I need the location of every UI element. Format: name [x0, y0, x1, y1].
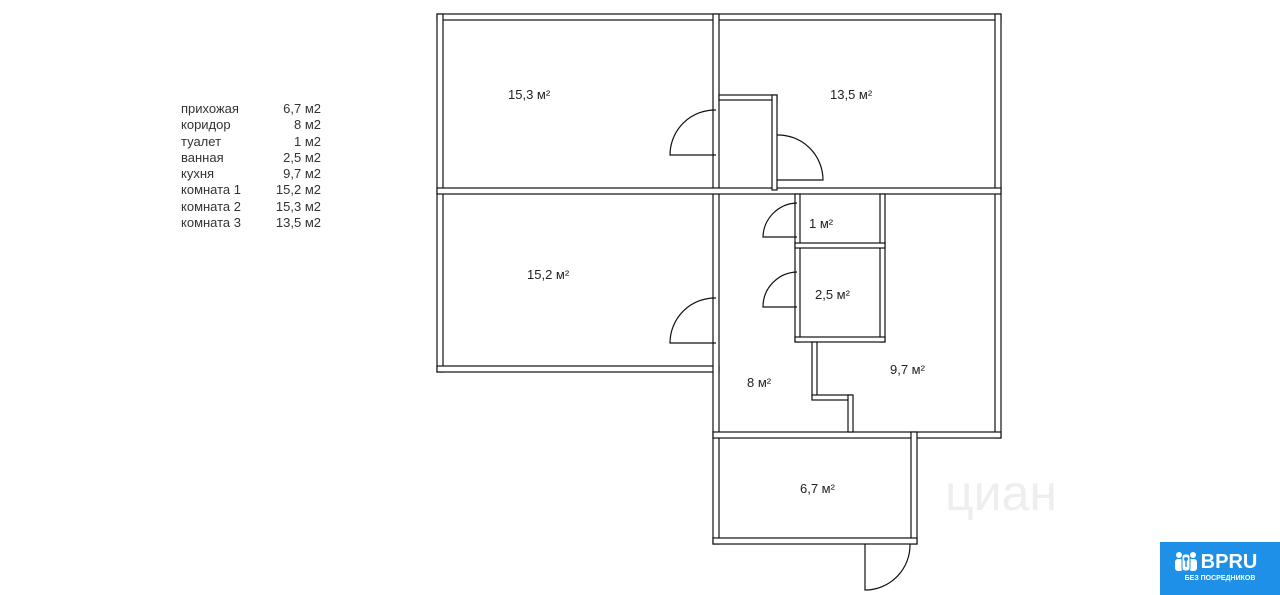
- entry-door: [864, 543, 911, 591]
- legend-area: 9,7 м2: [283, 166, 321, 182]
- room-label: 8 м²: [747, 375, 772, 390]
- door-arc: [762, 271, 798, 308]
- legend-name: кухня: [181, 166, 215, 182]
- legend-area: 8 м2: [293, 117, 321, 133]
- room-label: 1 м²: [809, 216, 834, 231]
- legend-row: комната 2 15,3 м2: [181, 199, 321, 215]
- door-arc: [776, 134, 824, 181]
- room-label: 13,5 м²: [830, 87, 873, 102]
- room-label: 9,7 м²: [890, 362, 926, 377]
- legend-name: комната 3: [181, 215, 242, 231]
- legend-name: комната 2: [181, 198, 242, 214]
- people-key-icon: [1175, 552, 1197, 572]
- legend-row: кухня 9,7 м2: [181, 166, 321, 182]
- door-arc: [762, 202, 798, 238]
- area-legend: прихожая 6,7 м2 коридор 8 м2 туалет 1 м2 ва…: [181, 101, 321, 231]
- legend-area: 2,5 м2: [283, 149, 321, 165]
- legend-area: 1 м2: [293, 133, 321, 149]
- legend-area: 15,2 м2: [275, 182, 321, 198]
- watermark: циан: [945, 465, 1057, 521]
- legend-row: прихожая 6,7 м2: [181, 101, 321, 117]
- bpru-logo: BPRU БЕЗ ПОСРЕДНИКОВ: [1160, 542, 1280, 595]
- legend-name: туалет: [181, 133, 222, 149]
- legend-name: комната 1: [181, 182, 242, 198]
- legend-row: туалет 1 м2: [181, 134, 321, 150]
- logo-title: BPRU: [1200, 551, 1258, 573]
- legend-area: 6,7 м2: [283, 101, 321, 116]
- room-label: 15,2 м²: [527, 267, 570, 282]
- walls: [436, 13, 1002, 545]
- logo-subtitle: БЕЗ ПОСРЕДНИКОВ: [1184, 575, 1256, 582]
- room-label: 15,3 м²: [508, 87, 551, 102]
- legend-area: 15,3 м2: [275, 198, 321, 214]
- legend-name: коридор: [181, 117, 231, 133]
- legend-name: прихожая: [181, 101, 239, 116]
- room-label: 6,7 м²: [800, 481, 836, 496]
- door-arc: [669, 297, 717, 344]
- legend-name: ванная: [181, 149, 224, 165]
- legend-row: коридор 8 м2: [181, 117, 321, 133]
- legend-area: 13,5 м2: [275, 215, 321, 231]
- legend-row: комната 1 15,2 м2: [181, 182, 321, 198]
- door-arc: [669, 109, 717, 156]
- doors: [669, 109, 911, 591]
- room-label: 2,5 м²: [815, 287, 851, 302]
- legend-row: ванная 2,5 м2: [181, 150, 321, 166]
- legend-row: комната 3 13,5 м2: [181, 215, 321, 231]
